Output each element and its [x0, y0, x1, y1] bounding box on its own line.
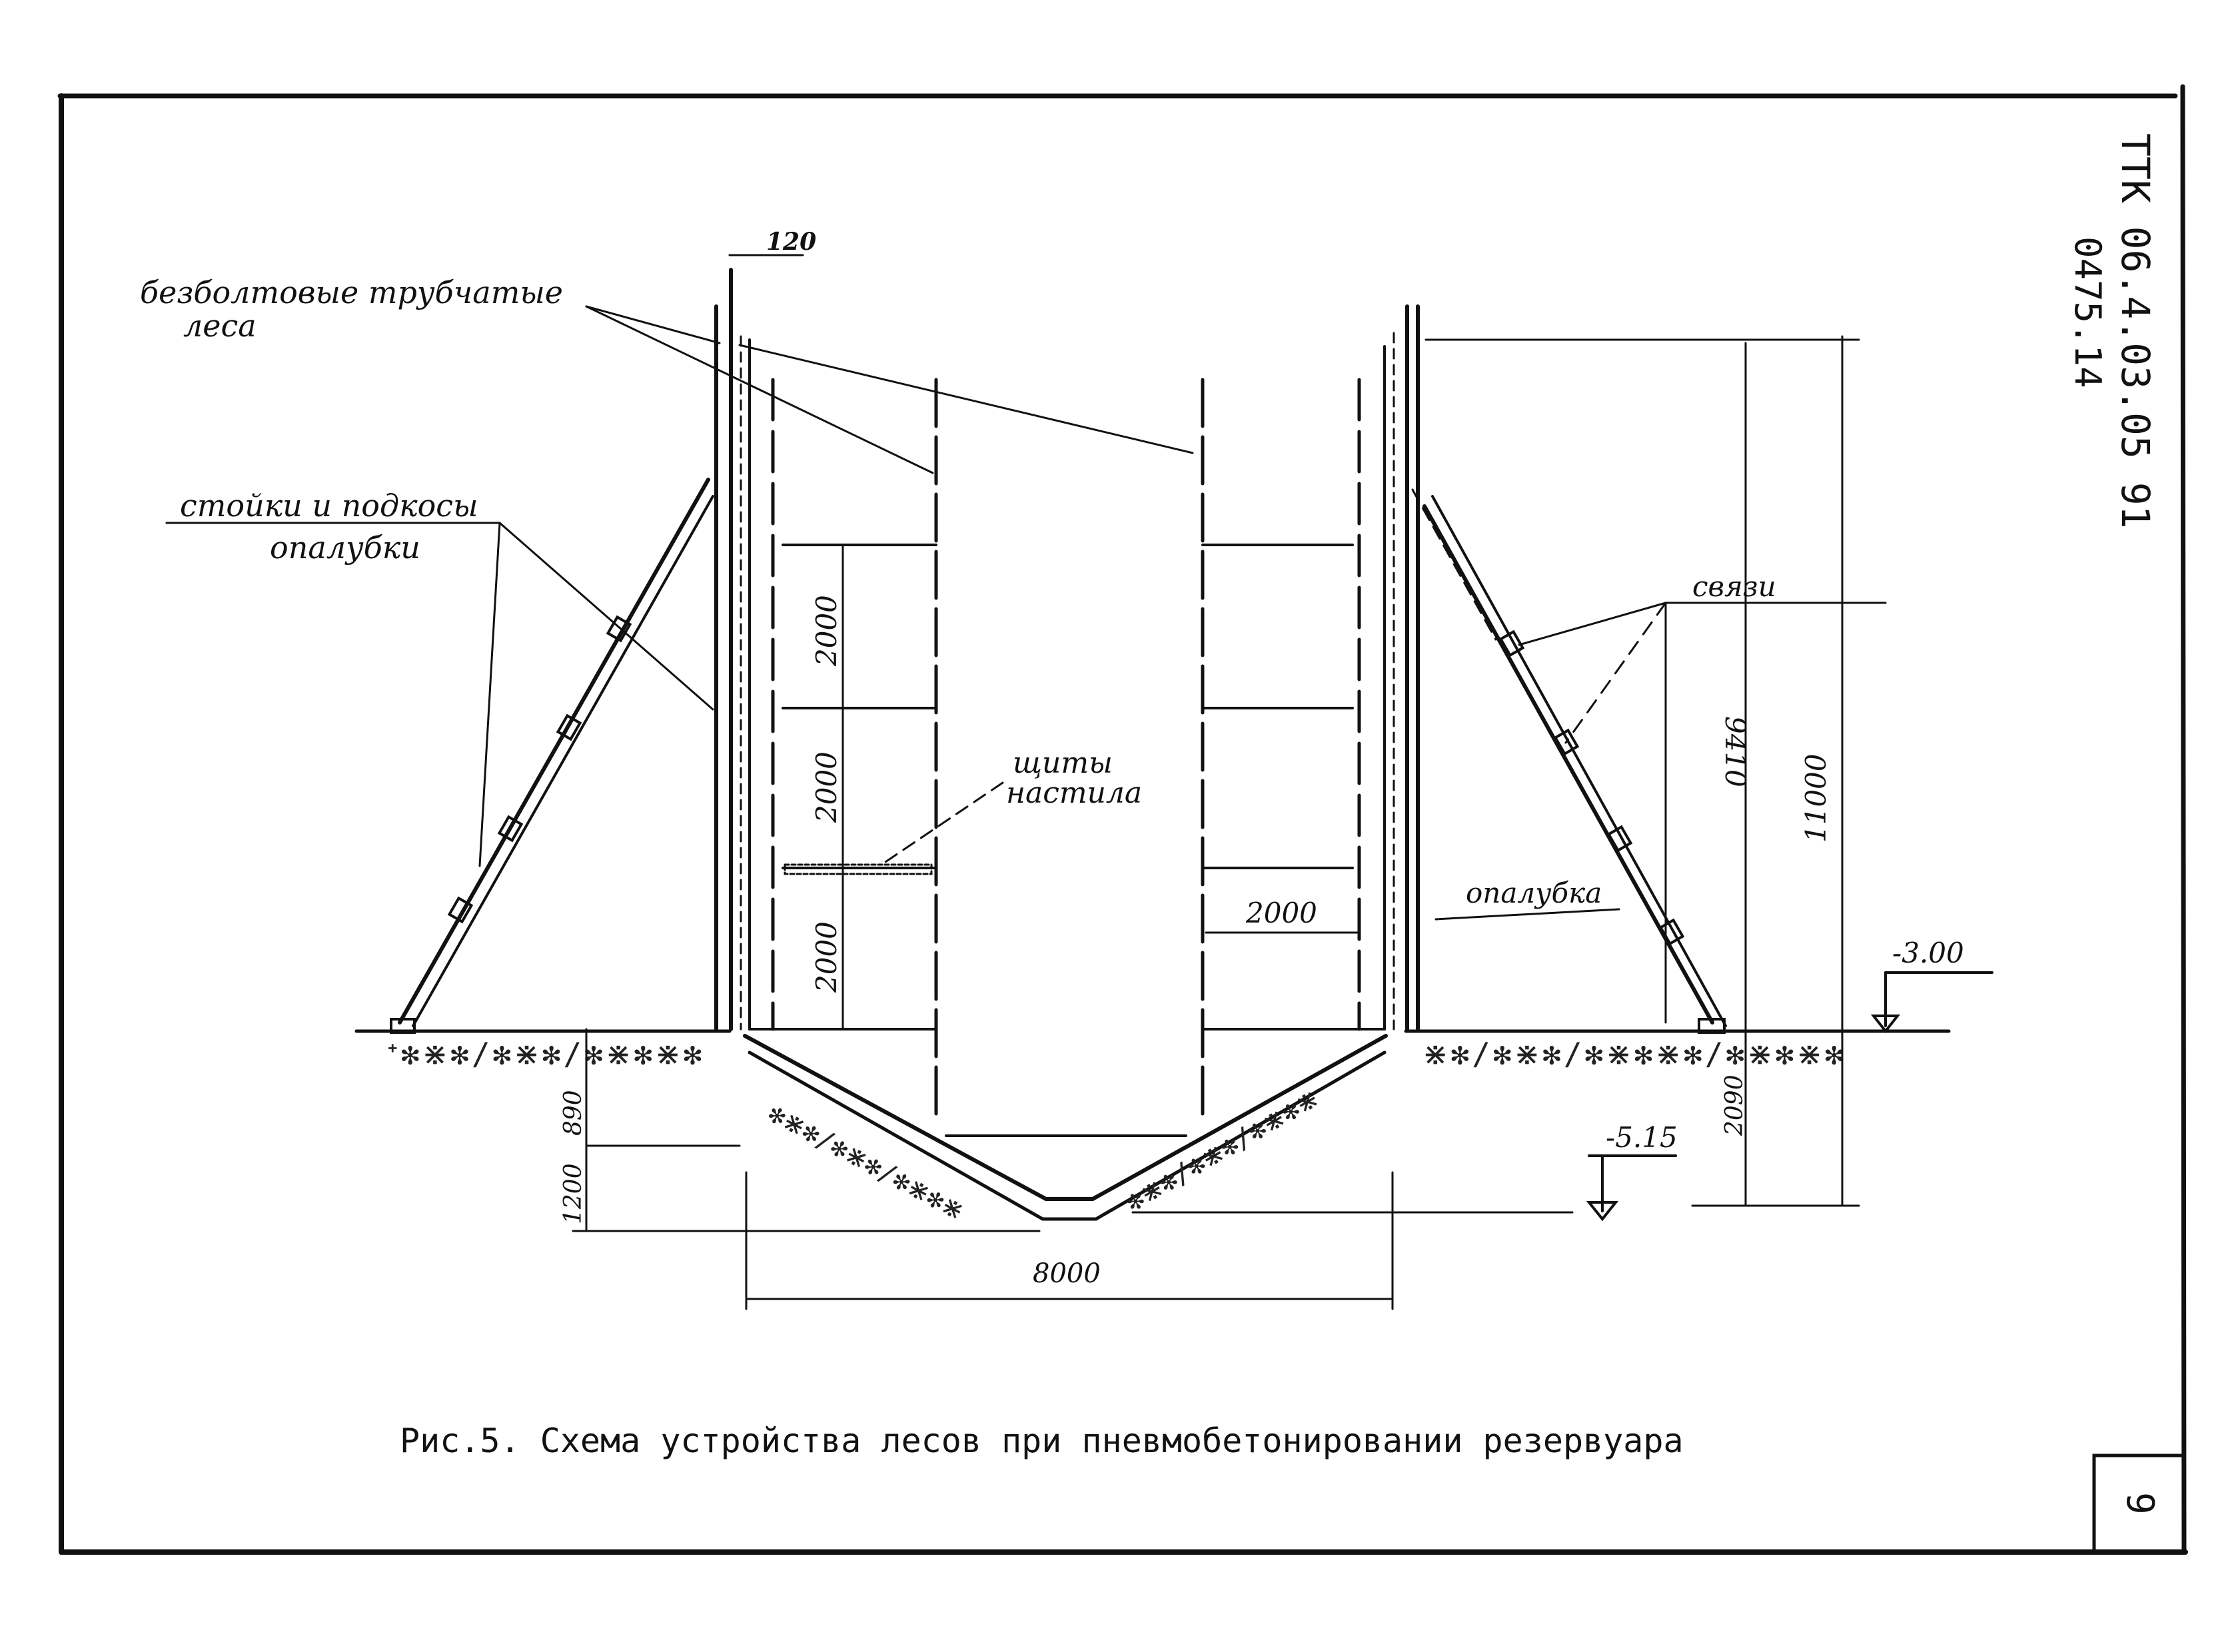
dim-height-total: 11000 — [1800, 753, 1832, 843]
sheet-frame — [57, 84, 2188, 1555]
dim-height-inner: 9410 — [1719, 716, 1752, 787]
dim-tier1: 2000 — [810, 595, 843, 667]
callout-props-line1: стойки и подкосы — [180, 488, 478, 524]
level-ground-label: -3.00 — [1892, 937, 1964, 969]
svg-text:⋇✻∕✻⋇✻∕✻⋇✻⋇✻∕✻⋇✻⋇✻: ⋇✻∕✻⋇✻∕✻⋇✻⋇✻∕✻⋇✻⋇✻ — [1422, 1036, 1846, 1072]
formwork-wall-left — [714, 268, 751, 1031]
callout-decking-line1: щиты — [1013, 746, 1113, 780]
callout-decking-line2: настила — [1006, 776, 1142, 810]
dim-tier2: 2000 — [810, 751, 843, 823]
svg-text:✻⋇✻∕✻⋇✻∕✻⋇✻⋇: ✻⋇✻∕✻⋇✻∕✻⋇✻⋇ — [1121, 1082, 1325, 1218]
svg-text:ᐩ✻⋇✻∕✻⋇✻∕✻⋇✻⋇✻: ᐩ✻⋇✻∕✻⋇✻∕✻⋇✻⋇✻ — [386, 1036, 704, 1072]
formwork-prop-right — [1422, 495, 1727, 1034]
callout-scaffold-line2: леса — [183, 308, 257, 344]
scaffold-tower-right — [1201, 378, 1386, 1121]
dimension-lines — [572, 254, 1860, 1310]
callout-formwork: опалубка — [1466, 877, 1602, 909]
dim-top-gap: 120 — [766, 228, 816, 256]
dim-tier3: 2000 — [810, 921, 843, 993]
figure-caption: Рис.5. Схема устройства лесов при пневмо… — [400, 1422, 1684, 1460]
page-number-box — [2092, 1453, 2186, 1554]
callout-scaffold-line1: безболтовые трубчатые — [140, 274, 563, 310]
page-number: 9 — [2118, 1492, 2161, 1515]
reservoir-bottom: ✻⋇✻∕✻⋇✻∕✻⋇✻⋇ ✻⋇✻∕✻⋇✻∕✻⋇✻⋇ — [743, 1034, 1388, 1227]
dim-depth-upper: 890 — [560, 1090, 587, 1136]
leader-lines — [165, 305, 1887, 921]
dim-depth-right: 2090 — [1721, 1074, 1748, 1136]
level-mark-bottom — [1586, 1154, 1677, 1222]
dim-bay-width: 2000 — [1245, 897, 1317, 929]
formwork-prop-left — [390, 478, 714, 1034]
ground-surface: ᐩ✻⋇✻∕✻⋇✻∕✻⋇✻⋇✻ ⋇✻∕✻⋇✻∕✻⋇✻⋇✻∕✻⋇✻⋇✻ — [354, 1029, 1951, 1072]
dim-span: 8000 — [1033, 1258, 1101, 1289]
doc-code: ТТК 06.4.03.05 91 — [2113, 133, 2158, 529]
dim-depth-lower: 1200 — [560, 1163, 587, 1224]
level-mark-ground — [1870, 971, 1993, 1034]
formwork-wall-right — [1383, 304, 1420, 1031]
callout-ties: связи — [1692, 570, 1776, 603]
stamp-number: 0475.14 — [2067, 236, 2109, 388]
callout-props-line2: опалубки — [270, 530, 420, 566]
level-bottom-label: -5.15 — [1606, 1121, 1678, 1154]
